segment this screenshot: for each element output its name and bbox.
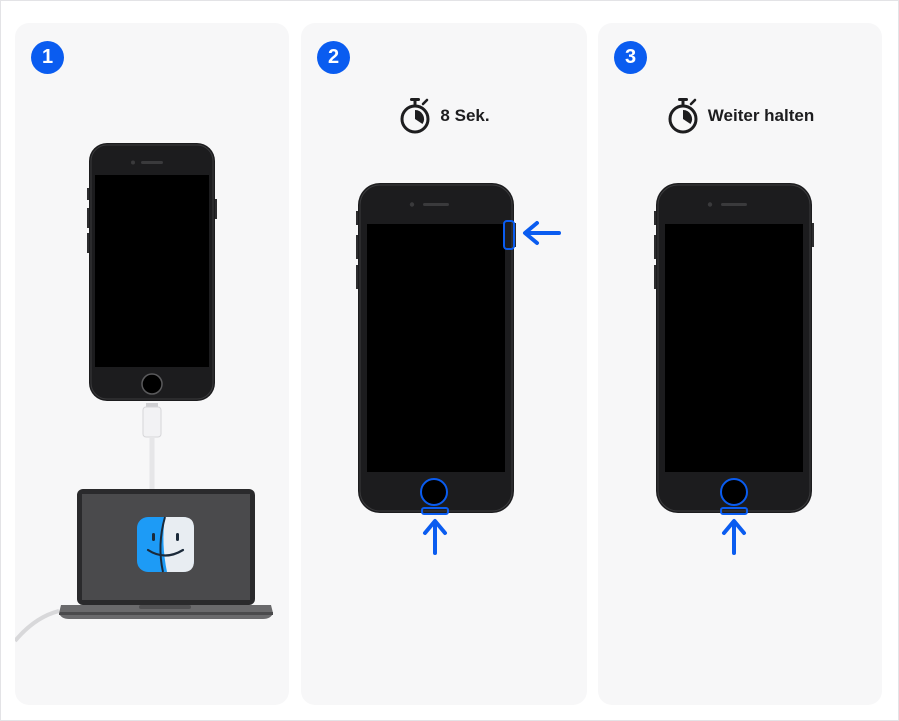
arrow-up-icon xyxy=(722,519,746,555)
timer-instruction: 8 Sek. xyxy=(301,97,587,135)
step-number-badge: 3 xyxy=(614,41,647,74)
iphone-icon xyxy=(87,143,217,401)
side-button-highlight xyxy=(503,220,515,250)
step-number-badge: 1 xyxy=(31,41,64,74)
timer-hold-label: Weiter halten xyxy=(707,106,815,125)
macbook-icon xyxy=(59,489,273,619)
stopwatch-icon xyxy=(668,98,698,134)
iphone-buttons-illustration xyxy=(356,183,561,555)
finder-logo-icon xyxy=(137,516,194,573)
arrow-up-icon xyxy=(423,519,447,555)
iphone-icon xyxy=(356,183,516,513)
power-cable-icon xyxy=(15,609,60,643)
step-panel-1: 1 xyxy=(15,23,289,705)
timer-instruction: Weiter halten xyxy=(598,97,882,135)
timer-duration-label: 8 Sek. xyxy=(440,106,490,125)
iphone-connected-to-mac-illustration xyxy=(15,143,273,643)
step-panel-2: 2 8 Sek. xyxy=(301,23,587,705)
arrow-left-icon xyxy=(523,221,561,245)
iphone-icon xyxy=(654,183,814,513)
step-number-badge: 2 xyxy=(317,41,350,74)
stopwatch-icon xyxy=(400,98,430,134)
step-panel-3: 3 Weiter halten xyxy=(598,23,882,705)
home-button-highlight xyxy=(720,507,748,515)
home-button-highlight xyxy=(421,507,449,515)
lightning-cable-icon xyxy=(142,403,162,493)
iphone-home-button-illustration xyxy=(654,183,814,555)
